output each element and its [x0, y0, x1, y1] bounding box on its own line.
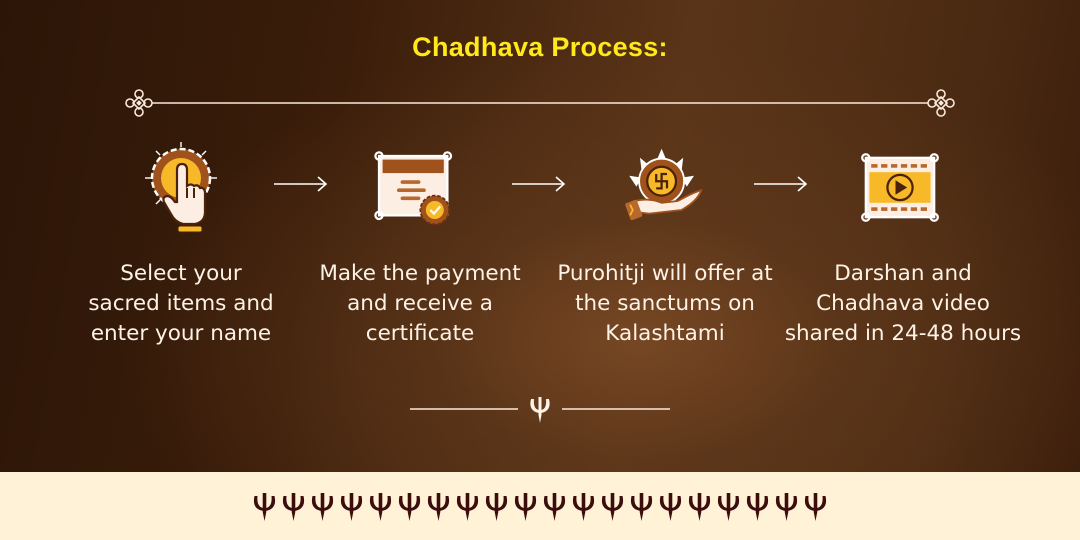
step-4-text: Darshan and Chadhava video shared in 24-… [784, 261, 1022, 346]
page-title: Chadhava Process: [412, 32, 668, 62]
trishul-icon [530, 397, 550, 423]
process-banner: Chadhava Process: [0, 0, 1080, 472]
trishul-icon [485, 493, 508, 521]
trishul-icon [514, 493, 537, 521]
knot-ornament-left-icon [125, 89, 153, 117]
certificate-icon [374, 151, 453, 226]
trishul-icon [659, 493, 682, 521]
trishul-icon [572, 493, 595, 521]
trishul-pattern-row [250, 490, 830, 522]
ornament-divider-top [125, 89, 955, 117]
trishul-icon [340, 493, 363, 521]
trishul-icon [311, 493, 334, 521]
trishul-icon [427, 493, 450, 521]
trishul-icon [369, 493, 392, 521]
trishul-icon [717, 493, 740, 521]
trishul-icon [456, 493, 479, 521]
video-film-icon [861, 153, 939, 222]
trishul-icon [688, 493, 711, 521]
arrow-right-icon [512, 176, 566, 192]
trishul-icon [746, 493, 769, 521]
offering-hand-icon [625, 148, 703, 221]
tap-finger-icon [145, 142, 217, 233]
step-2-text: Make the payment and receive a certifica… [319, 261, 521, 346]
trishul-icon [804, 493, 827, 521]
step-3-text: Purohitji will offer at the sanctums on … [557, 261, 773, 346]
trishul-icon [398, 493, 421, 521]
trishul-icon [282, 493, 305, 521]
step-1-text: Select your sacred items and enter your … [88, 261, 274, 346]
arrow-right-icon [754, 176, 808, 192]
trishul-icon [601, 493, 624, 521]
trishul-icon [630, 493, 653, 521]
trishul-icon [775, 493, 798, 521]
arrow-right-icon [274, 176, 328, 192]
trishul-divider [410, 397, 670, 423]
footer-pattern-band [0, 472, 1080, 540]
trishul-icon [253, 493, 276, 521]
knot-ornament-right-icon [927, 89, 955, 117]
trishul-icon [543, 493, 566, 521]
